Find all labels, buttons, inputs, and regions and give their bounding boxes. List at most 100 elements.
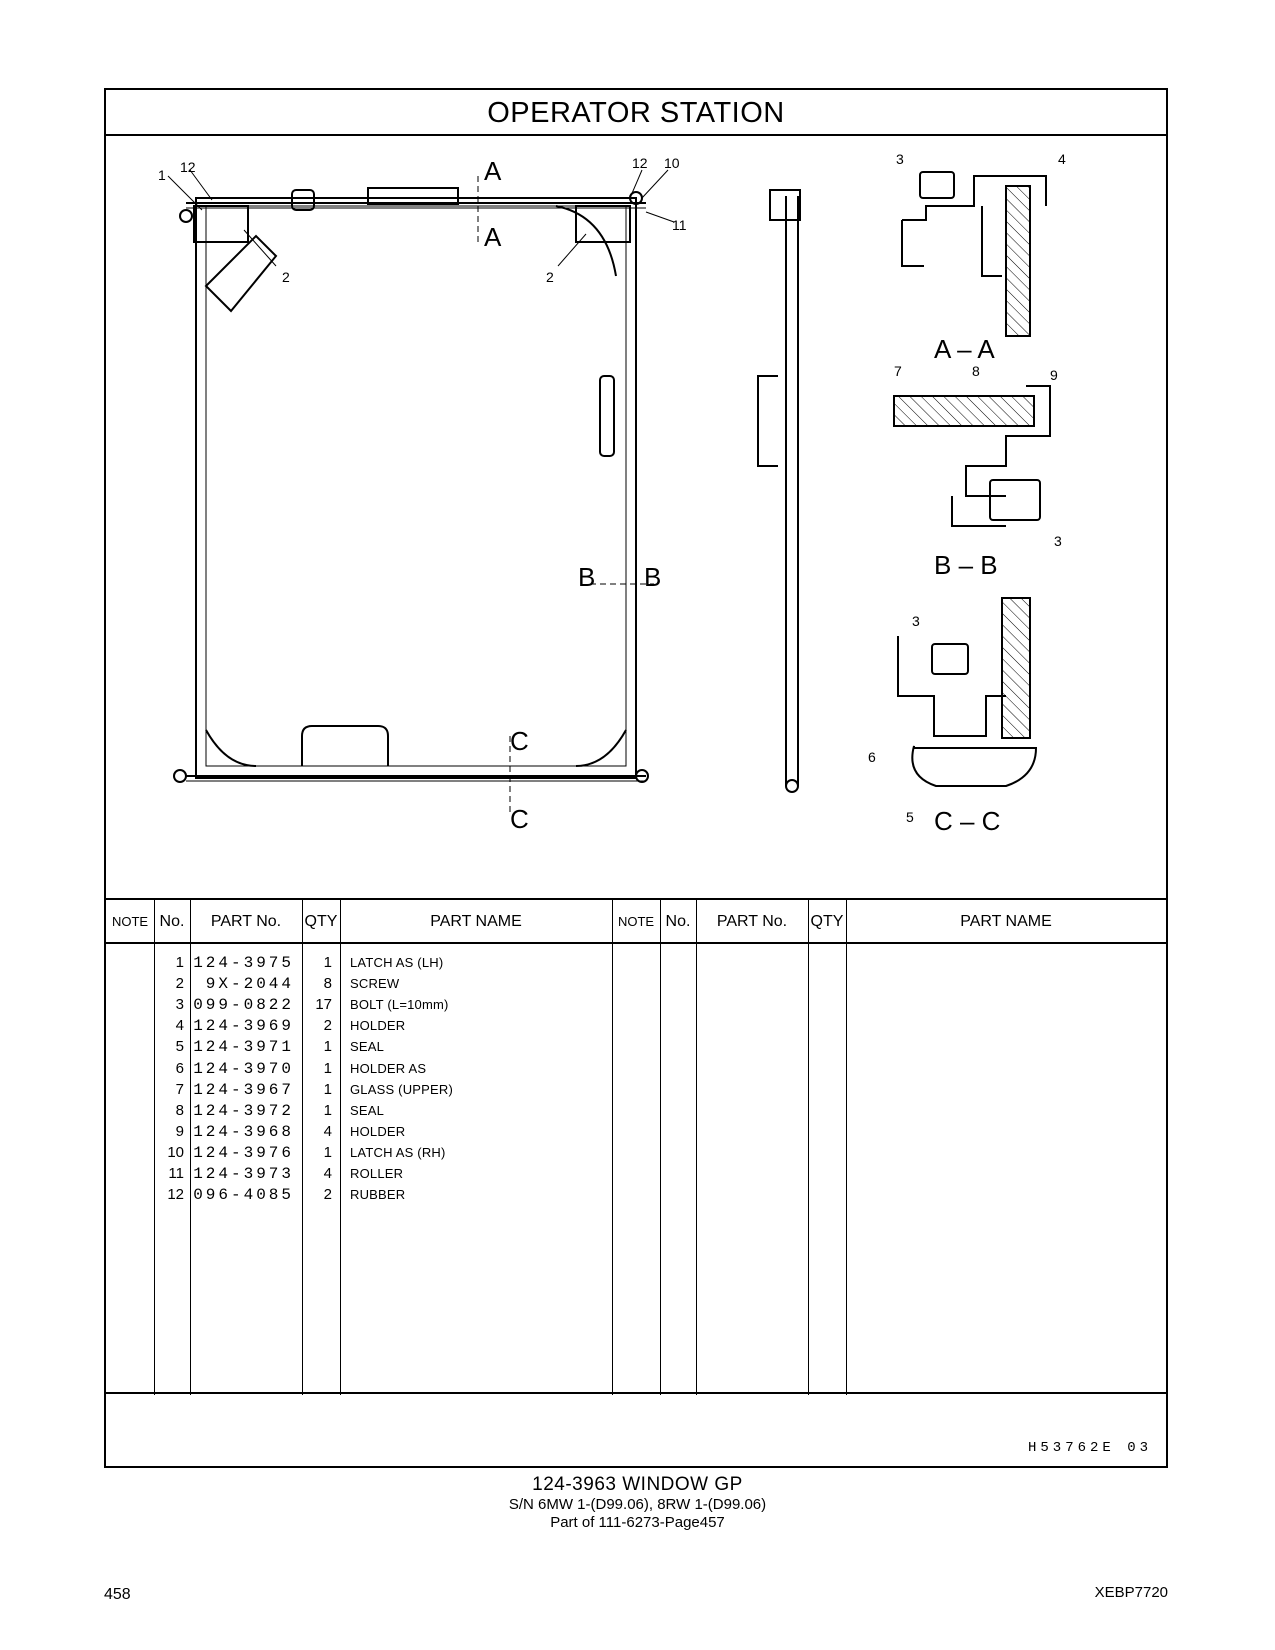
section-aa-drawing bbox=[901, 171, 1047, 337]
section-mark-b-left: B bbox=[578, 562, 595, 592]
group-title: 124-3963 WINDOW GP bbox=[532, 1474, 743, 1495]
callout-11: 11 bbox=[672, 217, 687, 233]
table-cell: 1 bbox=[175, 954, 184, 971]
col-header-qty-left: QTY bbox=[302, 900, 340, 944]
latch-knob-lh bbox=[179, 209, 193, 223]
section-mark-c-bottom: C bbox=[510, 804, 529, 834]
latch-lh bbox=[193, 205, 249, 243]
table-cell: 10 bbox=[167, 1143, 184, 1161]
gusset-br bbox=[575, 729, 627, 767]
illustration-code: H53762E 03 bbox=[1027, 1440, 1152, 1456]
col-header-partno-left: PART No. bbox=[190, 900, 302, 944]
window-frame-outer bbox=[195, 197, 637, 779]
table-cell: 6 bbox=[175, 1059, 184, 1077]
callout-aa-4: 4 bbox=[1058, 151, 1066, 167]
callout-1: 1 bbox=[158, 167, 166, 183]
table-cell: 124-3969 bbox=[193, 1017, 294, 1036]
table-cell: 124-3972 bbox=[193, 1101, 294, 1120]
page-number: 458 bbox=[104, 1586, 131, 1603]
table-cell: 1 bbox=[323, 1143, 332, 1161]
section-bb-label: B – B bbox=[934, 550, 998, 580]
table-cell: 124-3973 bbox=[193, 1165, 294, 1183]
table-cell: 9X-2044 bbox=[205, 975, 294, 994]
table-cell: 124-3968 bbox=[193, 1122, 294, 1141]
section-mark-a-top: A bbox=[484, 156, 502, 186]
table-cell: 3 bbox=[175, 996, 184, 1014]
table-cell: 12 bbox=[167, 1186, 184, 1204]
roller-lh bbox=[173, 769, 187, 783]
table-cell: GLASS (UPPER) bbox=[350, 1081, 454, 1097]
gusset-bl bbox=[205, 729, 257, 767]
callout-cc-6: 6 bbox=[868, 749, 876, 765]
table-cell: 8 bbox=[175, 1101, 184, 1119]
table-cell: 11 bbox=[168, 1165, 184, 1182]
section-mark-c-top: C bbox=[510, 726, 529, 756]
callout-bb-7: 7 bbox=[894, 363, 902, 379]
window-drawing-svg: 1 12 12 10 11 2 2 A A B B C C A – A B – … bbox=[158, 151, 1066, 836]
table-cell: RUBBER bbox=[350, 1187, 406, 1203]
col-header-partname-right: PART NAME bbox=[846, 900, 1166, 944]
table-cell: 1 bbox=[323, 1059, 332, 1077]
table-cell: 099-0822 bbox=[193, 996, 294, 1015]
table-cell: 4 bbox=[175, 1017, 184, 1035]
page-title: OPERATOR STATION bbox=[106, 90, 1166, 136]
table-cell: 096-4085 bbox=[193, 1186, 294, 1205]
callout-10: 10 bbox=[664, 155, 680, 171]
section-bb-drawing bbox=[893, 385, 1051, 527]
table-cell: 5 bbox=[175, 1038, 184, 1056]
section-mark-a-bottom: A bbox=[484, 222, 502, 252]
table-cell: 8 bbox=[323, 975, 332, 993]
table-cell: 2 bbox=[323, 1186, 332, 1204]
document-id: XEBP7720 bbox=[1094, 1584, 1168, 1601]
col-header-note-right: NOTE bbox=[612, 900, 660, 944]
table-cell: 124-3967 bbox=[193, 1080, 294, 1099]
table-cell: HOLDER bbox=[350, 1018, 406, 1034]
parts-page-frame: OPERATOR STATION bbox=[104, 88, 1168, 1468]
table-cell: SCREW bbox=[350, 976, 400, 992]
callout-2-left: 2 bbox=[282, 269, 290, 285]
table-cell: 124-3971 bbox=[193, 1038, 294, 1057]
table-cell: LATCH AS (RH) bbox=[350, 1144, 446, 1160]
section-mark-b-right: B bbox=[644, 562, 661, 592]
table-cell: 124-3975 bbox=[193, 954, 294, 972]
window-frame-inner bbox=[205, 205, 627, 767]
col-header-no-left: No. bbox=[154, 900, 190, 944]
gusset-tr bbox=[555, 205, 617, 277]
latch-rh bbox=[575, 205, 631, 243]
callout-bb-8: 8 bbox=[972, 363, 980, 379]
callout-12-right: 12 bbox=[632, 155, 648, 171]
col-header-note-left: NOTE bbox=[106, 900, 154, 944]
callout-bb-3: 3 bbox=[1054, 533, 1062, 549]
side-view-handle bbox=[757, 375, 778, 467]
table-cell: 1 bbox=[323, 954, 332, 971]
table-cell: 2 bbox=[175, 975, 184, 993]
col-header-qty-right: QTY bbox=[808, 900, 846, 944]
callout-12-left: 12 bbox=[180, 159, 196, 175]
table-cell: ROLLER bbox=[350, 1166, 404, 1181]
roller-rh bbox=[635, 769, 649, 783]
callout-bb-9: 9 bbox=[1050, 367, 1058, 383]
section-cc-drawing bbox=[897, 597, 1038, 787]
table-cell: 7 bbox=[175, 1080, 184, 1098]
exploded-drawing: 1 12 12 10 11 2 2 A A B B C C A – A B – … bbox=[106, 136, 1166, 900]
side-view-latch bbox=[769, 189, 801, 221]
table-cell: SEAL bbox=[350, 1102, 385, 1118]
section-aa-label: A – A bbox=[934, 334, 995, 364]
table-cell: 4 bbox=[323, 1165, 332, 1182]
table-cell: 124-3976 bbox=[193, 1143, 294, 1162]
part-of-reference: Part of 111-6273-Page457 bbox=[550, 1514, 725, 1531]
table-cell: 1 bbox=[323, 1101, 332, 1119]
col-header-no-right: No. bbox=[660, 900, 696, 944]
callout-cc-3: 3 bbox=[912, 613, 920, 629]
table-cell: 17 bbox=[315, 996, 332, 1014]
table-cell: SEAL bbox=[350, 1039, 385, 1055]
table-footer: H53762E 03 bbox=[106, 1392, 1166, 1468]
table-cell: BOLT (L=10mm) bbox=[350, 997, 449, 1013]
table-cell: 1 bbox=[323, 1080, 332, 1098]
top-hinge bbox=[367, 187, 459, 205]
table-cell: 124-3970 bbox=[193, 1059, 294, 1078]
table-cell: 2 bbox=[323, 1017, 332, 1035]
bottom-handle bbox=[301, 725, 389, 766]
top-clip bbox=[291, 189, 315, 211]
side-handle bbox=[599, 375, 615, 457]
